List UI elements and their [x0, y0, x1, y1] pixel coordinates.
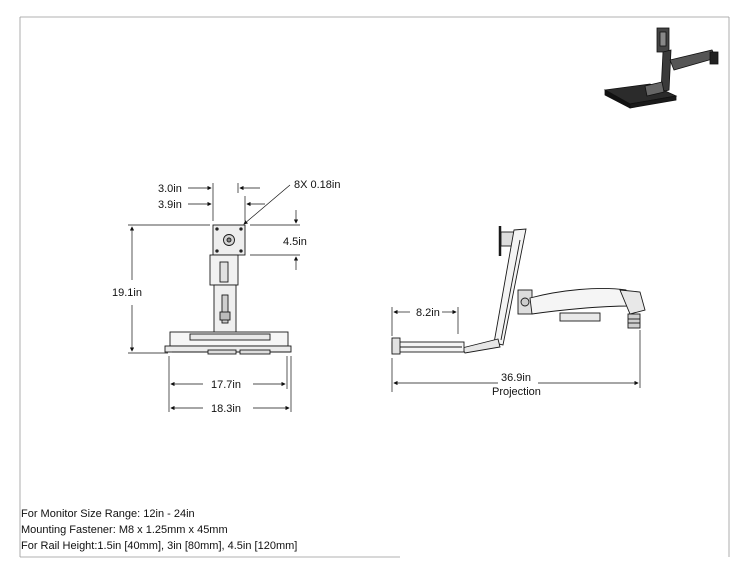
dim-height-19-1: 19.1in	[112, 287, 142, 299]
dim-width-18-3: 18.3in	[211, 403, 241, 415]
spec-monitor-size: For Monitor Size Range: 12in - 24in	[21, 508, 195, 520]
dim-projection-36-9: 36.9in	[501, 372, 531, 384]
isometric-preview	[603, 27, 719, 109]
sheet-border	[19, 16, 730, 558]
dim-vesa-3-0: 3.0in	[158, 183, 182, 195]
side-rail-clamp	[627, 313, 641, 329]
dim-vesa-3-9: 3.9in	[158, 199, 182, 211]
dim-rail-4-5: 4.5in	[283, 236, 307, 248]
front-view	[164, 224, 292, 355]
side-view	[391, 226, 646, 355]
dim-offset-8-2: 8.2in	[416, 307, 440, 319]
front-dimension-lines	[128, 183, 300, 412]
side-arm	[529, 288, 631, 315]
dim-holes: 8X 0.18in	[294, 179, 340, 191]
side-upright	[493, 228, 527, 346]
side-dimension-lines	[391, 307, 641, 392]
spec-fastener: Mounting Fastener: M8 x 1.25mm x 45mm	[21, 524, 228, 536]
dim-width-17-7: 17.7in	[211, 379, 241, 391]
spec-rail-height: For Rail Height:1.5in [40mm], 3in [80mm]…	[21, 540, 298, 552]
dim-projection-label: Projection	[492, 386, 541, 398]
